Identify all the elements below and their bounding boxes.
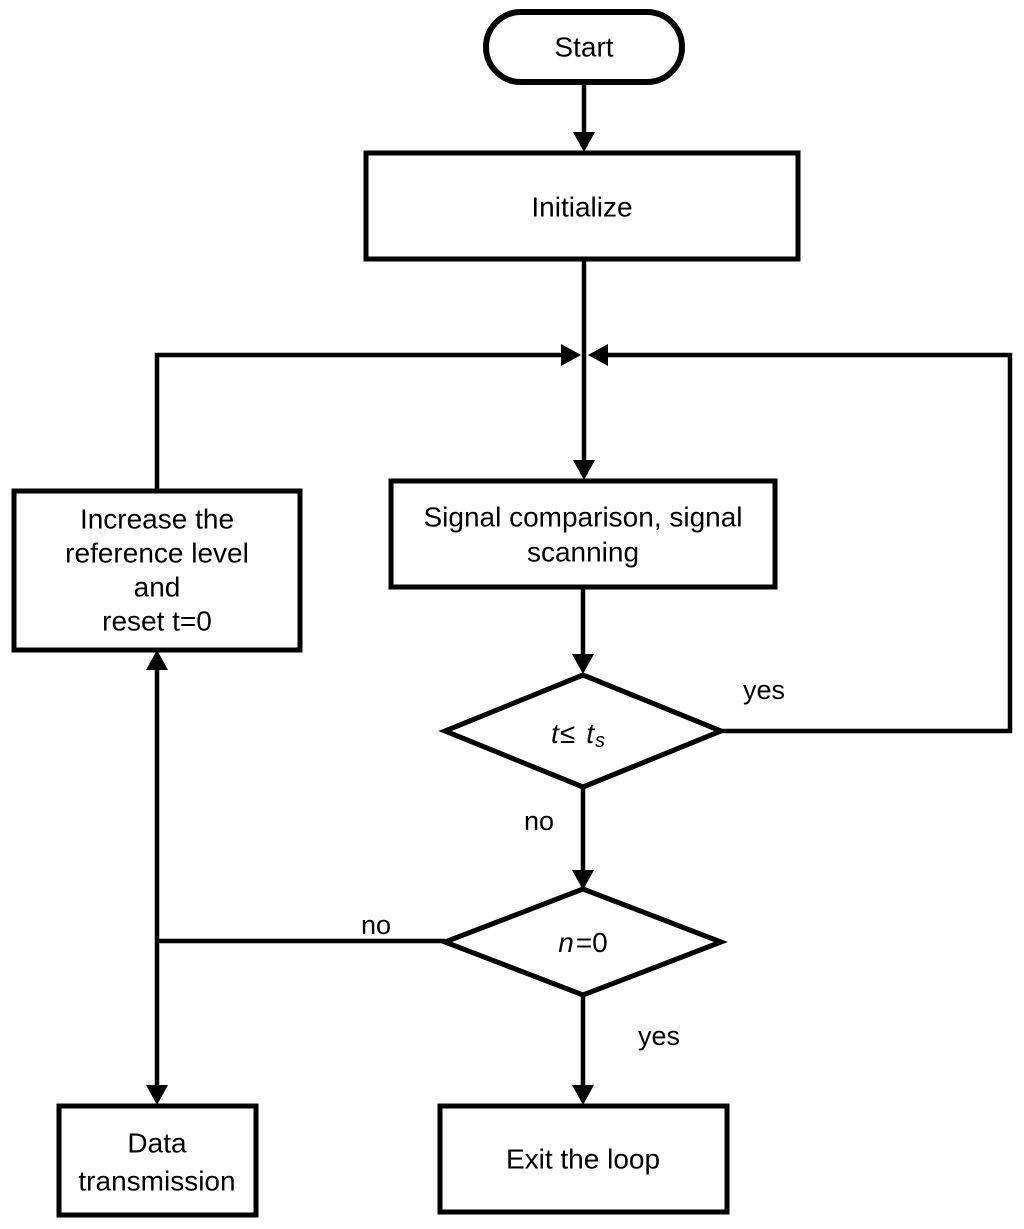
edges (154, 82, 1013, 1088)
arrowhead-into-exit (572, 1085, 594, 1105)
t-condition-operator: ≤ (560, 718, 575, 749)
node-increase-line1: Increase the (80, 504, 234, 535)
arrowhead-junction-from-right (588, 344, 608, 366)
node-t-condition (438, 672, 728, 790)
arrowhead-into-ncondition (572, 870, 594, 890)
node-increase-line2: reference level (65, 538, 249, 569)
edge-label-t-no: no (524, 806, 554, 836)
arrowhead-into-increase (146, 650, 168, 670)
t-condition-subscript: s (595, 730, 605, 752)
arrowhead-into-initialize (573, 132, 595, 152)
edge-label-n-no: no (361, 910, 391, 940)
node-initialize-label: Initialize (531, 192, 632, 223)
node-start (483, 9, 685, 85)
arrowhead-into-signal (573, 460, 595, 480)
edge-tcondition-yes-loop (606, 352, 1013, 734)
arrowheads (146, 132, 608, 1105)
edge-label-n-yes: yes (638, 1021, 680, 1051)
node-exit-loop-label: Exit the loop (506, 1144, 660, 1175)
t-condition-var1: t (551, 718, 560, 749)
n-condition-rest: =0 (576, 927, 608, 958)
arrowhead-into-tcondition (572, 654, 594, 674)
node-signal-comparison (388, 478, 778, 590)
node-exit-loop (437, 1103, 730, 1215)
edge-labels: yes no no yes (361, 675, 785, 1051)
node-t-condition-label: t≤ts (551, 718, 605, 753)
node-data-line1: Data (127, 1128, 187, 1159)
nodes: Start Initialize Increase the reference … (11, 9, 801, 1218)
node-n-condition-label: n=0 (558, 927, 608, 958)
node-increase-line4: reset t=0 (102, 606, 212, 637)
edge-label-t-yes: yes (743, 675, 785, 705)
edge-increase-to-junction (154, 352, 563, 492)
node-start-label: Start (554, 32, 613, 63)
node-increase-line3: and (134, 572, 181, 603)
node-initialize (363, 150, 801, 262)
n-condition-var: n (558, 927, 574, 958)
node-signal-line1: Signal comparison, signal (423, 502, 742, 533)
node-data-transmission (56, 1103, 259, 1218)
node-data-line2: transmission (78, 1166, 235, 1197)
node-n-condition (438, 886, 728, 998)
arrowhead-junction-from-left (561, 344, 581, 366)
t-condition-var2: t (586, 718, 595, 749)
node-signal-line2: scanning (527, 537, 639, 568)
arrowhead-into-data (146, 1085, 168, 1105)
node-increase-reference (11, 488, 303, 653)
